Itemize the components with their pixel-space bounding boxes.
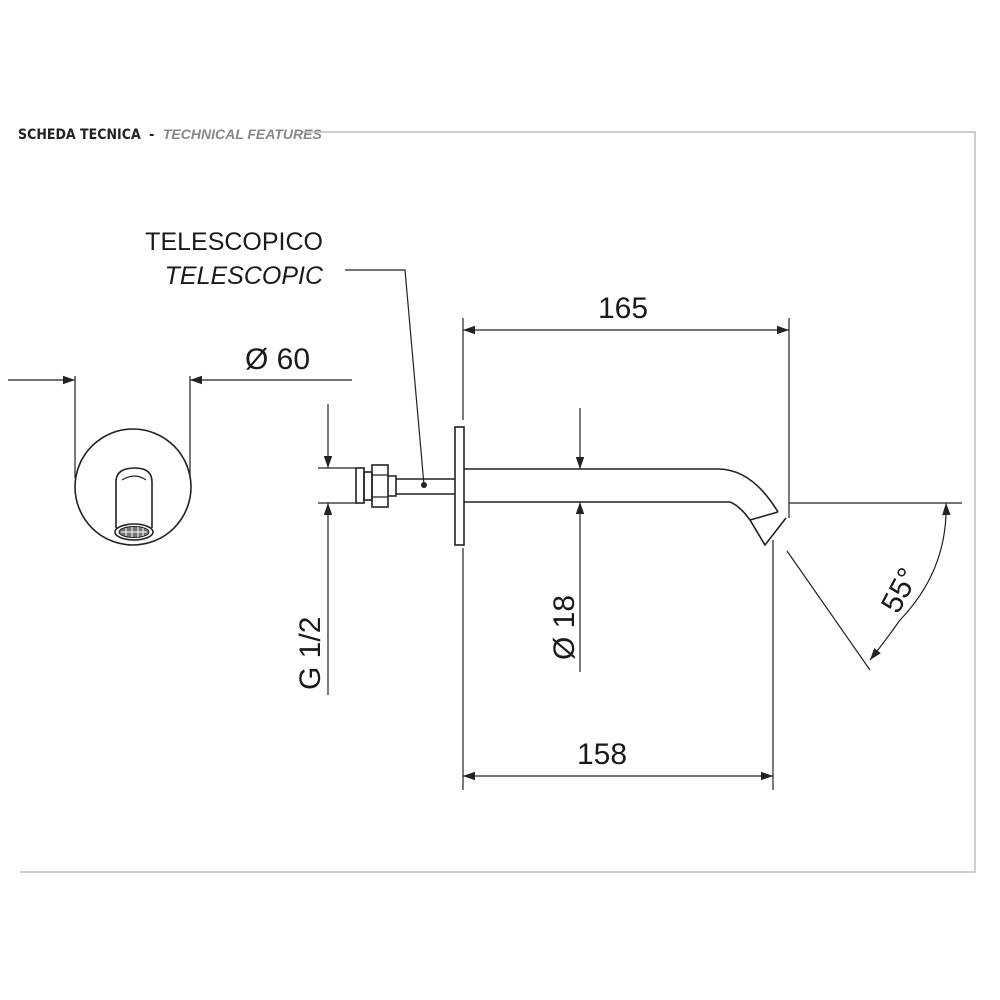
spout bbox=[464, 468, 779, 521]
callout-leader bbox=[345, 269, 425, 486]
dim-165-label: 165 bbox=[598, 292, 648, 325]
page-frame bbox=[20, 131, 976, 873]
plate-diameter-label: Ø 60 bbox=[245, 343, 310, 376]
spout-diameter-label: Ø 18 bbox=[548, 595, 581, 660]
side-view bbox=[355, 426, 787, 547]
telescopic-callout: TELESCOPICO TELESCOPIC bbox=[145, 228, 425, 486]
hex-nut bbox=[371, 464, 389, 508]
dim-165: 165 bbox=[462, 292, 790, 518]
angle-label: 55° bbox=[875, 563, 925, 619]
thread-end bbox=[355, 467, 365, 504]
dim-angle: 55° bbox=[786, 502, 962, 671]
dim-158-label: 158 bbox=[577, 738, 627, 771]
telescopic-tube bbox=[396, 478, 455, 495]
spout-front bbox=[115, 467, 153, 528]
dim-thread: G 1/2 bbox=[294, 404, 356, 695]
wall-plate bbox=[74, 428, 192, 546]
wall-flange bbox=[454, 426, 465, 546]
dim-158: 158 bbox=[462, 540, 774, 790]
header-title: SCHEDA TECNICA - TECHNICAL FEATURES bbox=[18, 126, 322, 143]
front-view: Ø 60 bbox=[8, 343, 352, 546]
thread-label: G 1/2 bbox=[294, 617, 327, 690]
angle-outlet-axis bbox=[786, 550, 871, 671]
callout-label-it: TELESCOPICO bbox=[145, 228, 323, 256]
dim-18: Ø 18 bbox=[548, 408, 585, 672]
header: SCHEDA TECNICA - TECHNICAL FEATURES bbox=[18, 126, 976, 873]
aerator-icon bbox=[114, 523, 154, 541]
callout-label-en: TELESCOPIC bbox=[165, 262, 324, 290]
